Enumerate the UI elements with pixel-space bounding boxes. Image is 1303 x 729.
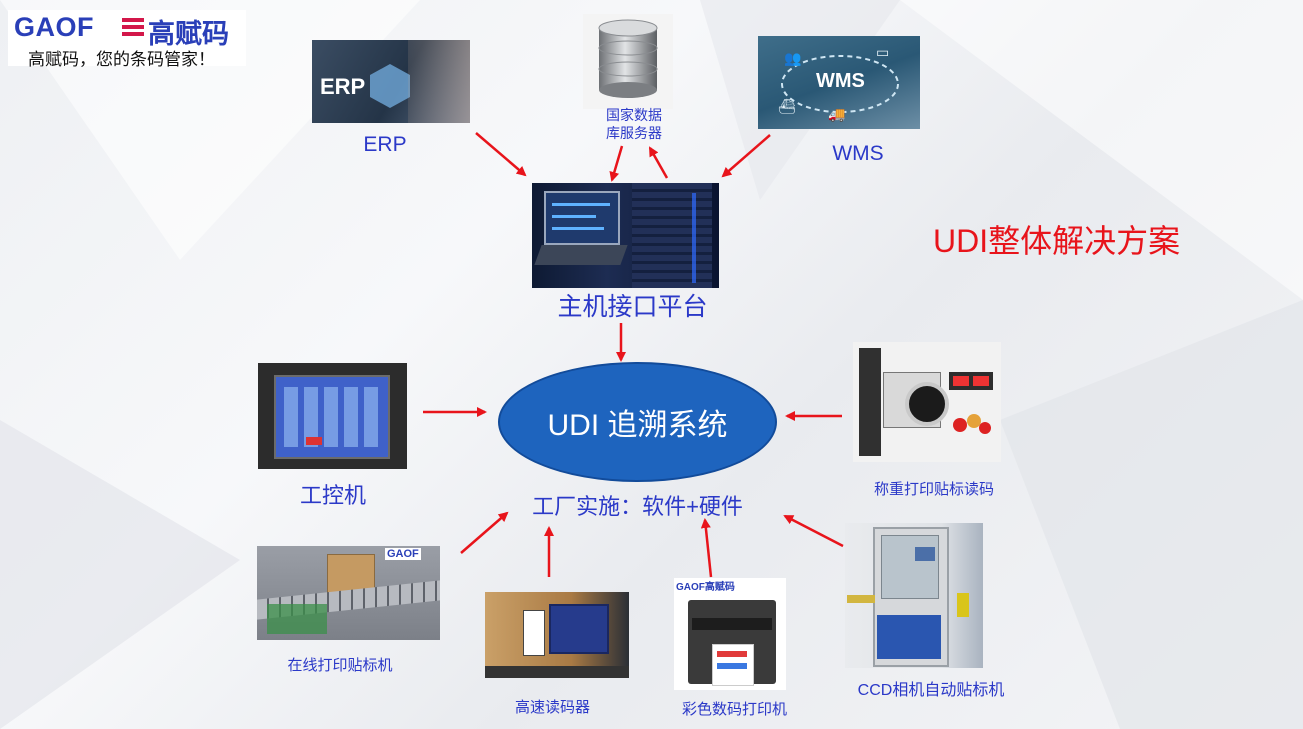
- color-printer-image: GAOF高赋码: [674, 578, 786, 690]
- udi-traceability-system: UDI 追溯系统: [498, 362, 777, 482]
- weighing-labeler-image: [853, 342, 1001, 462]
- logo-brand-latin: GAOF: [14, 12, 94, 42]
- inline-labeler-brand: GAOF: [385, 548, 421, 560]
- arrow-host-to-db: [648, 146, 669, 179]
- color-printer-label: 彩色数码打印机: [681, 701, 787, 718]
- ship-icon: ⛴: [778, 98, 796, 114]
- arrow-db-to-host: [609, 145, 624, 182]
- weighing-labeler-label: 称重打印贴标读码: [873, 481, 994, 498]
- industrial-pc-image: [258, 363, 407, 469]
- inline-labeler-label: 在线打印贴标机: [287, 657, 393, 674]
- database-label-line2: 库服务器: [606, 125, 662, 141]
- inline-labeler-image: GAOF: [257, 546, 440, 640]
- logo-slogan: 高赋码，您的条码管家！: [28, 50, 215, 69]
- arrow-ccd-to-factory: [783, 514, 844, 548]
- wms-image: WMS 👥 ▭ ⛴ 🚚: [758, 36, 920, 129]
- page-title: UDI整体解决方案: [933, 223, 1181, 259]
- barcode-reader-label: 高速读码器: [514, 699, 590, 716]
- wms-image-text: WMS: [816, 70, 865, 92]
- host-server-image: [532, 183, 719, 288]
- arrow-inline-to-factory: [460, 511, 509, 554]
- erp-image: ERP: [312, 40, 470, 123]
- barcode-reader-image: [485, 592, 629, 678]
- database-label: 国家数据 库服务器: [594, 106, 674, 142]
- company-logo: GAOF 高赋码 高赋码，您的条码管家！: [8, 10, 246, 69]
- people-icon: 👥: [784, 50, 802, 66]
- monitor-icon: ▭: [876, 44, 890, 60]
- arrow-color-to-factory: [700, 518, 713, 578]
- industrial-pc-label: 工控机: [299, 483, 366, 508]
- erp-label: ERP: [363, 133, 407, 156]
- database-icon: [598, 19, 658, 98]
- logo-brand-cn: 高赋码: [148, 19, 229, 49]
- wms-label: WMS: [832, 142, 884, 165]
- erp-image-text: ERP: [320, 74, 366, 99]
- arrow-wms-to-host: [721, 134, 771, 178]
- factory-implementation-label: 工厂实施：软件+硬件: [532, 494, 743, 519]
- logo-bars-icon: [122, 18, 144, 40]
- arrow-erp-to-host: [475, 132, 527, 177]
- color-printer-brand: GAOF高赋码: [676, 582, 735, 593]
- laptop-screen-icon: [544, 191, 620, 245]
- database-server-image: [583, 14, 673, 109]
- ccd-labeler-label: CCD相机自动贴标机: [857, 682, 1005, 699]
- database-label-line1: 国家数据: [606, 107, 662, 123]
- host-label: 主机接口平台: [557, 293, 708, 321]
- ccd-labeler-image: [845, 523, 983, 668]
- truck-icon: 🚚: [828, 106, 846, 122]
